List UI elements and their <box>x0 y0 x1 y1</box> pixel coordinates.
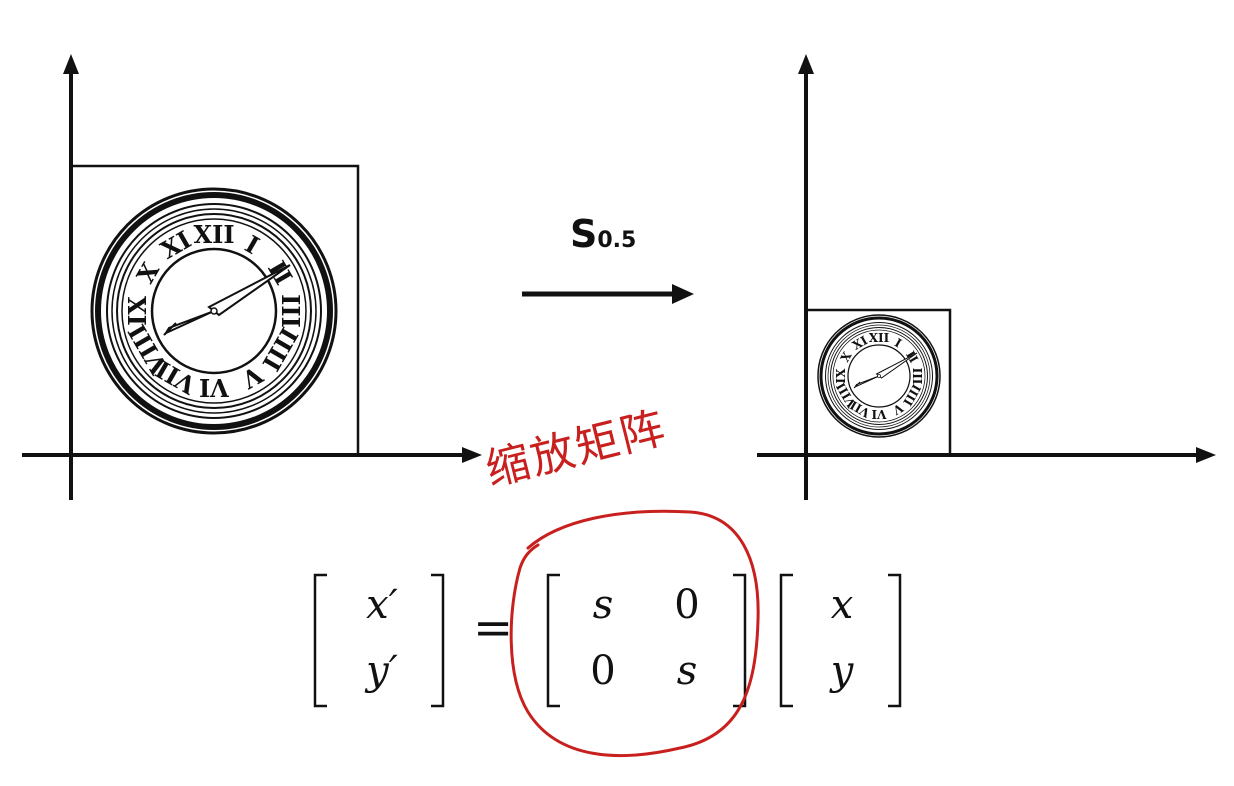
original-clock <box>92 189 336 433</box>
matrix-cell-21: 0 <box>590 648 616 694</box>
transform-arrow <box>522 284 694 304</box>
rhs-y: y <box>830 648 854 694</box>
scaled-clock <box>816 313 942 439</box>
equals-sign: = <box>473 600 514 656</box>
lhs-y-prime: y′ <box>366 648 398 694</box>
scaled-clock-box <box>804 308 952 457</box>
matrix-cell-12: 0 <box>674 582 700 628</box>
lhs-x-prime: x′ <box>366 582 398 628</box>
original-clock-box <box>69 164 360 457</box>
matrix-cell-11: s <box>592 582 614 628</box>
transform-subscript: 0.5 <box>597 228 637 253</box>
rhs-x: x <box>830 582 854 628</box>
annotation-circle <box>509 509 760 758</box>
transform-symbol: S <box>570 212 598 256</box>
scale-transform-label: S0.5 <box>570 212 690 256</box>
right-axes <box>757 54 1216 500</box>
matrix-cell-22: s <box>676 648 698 694</box>
